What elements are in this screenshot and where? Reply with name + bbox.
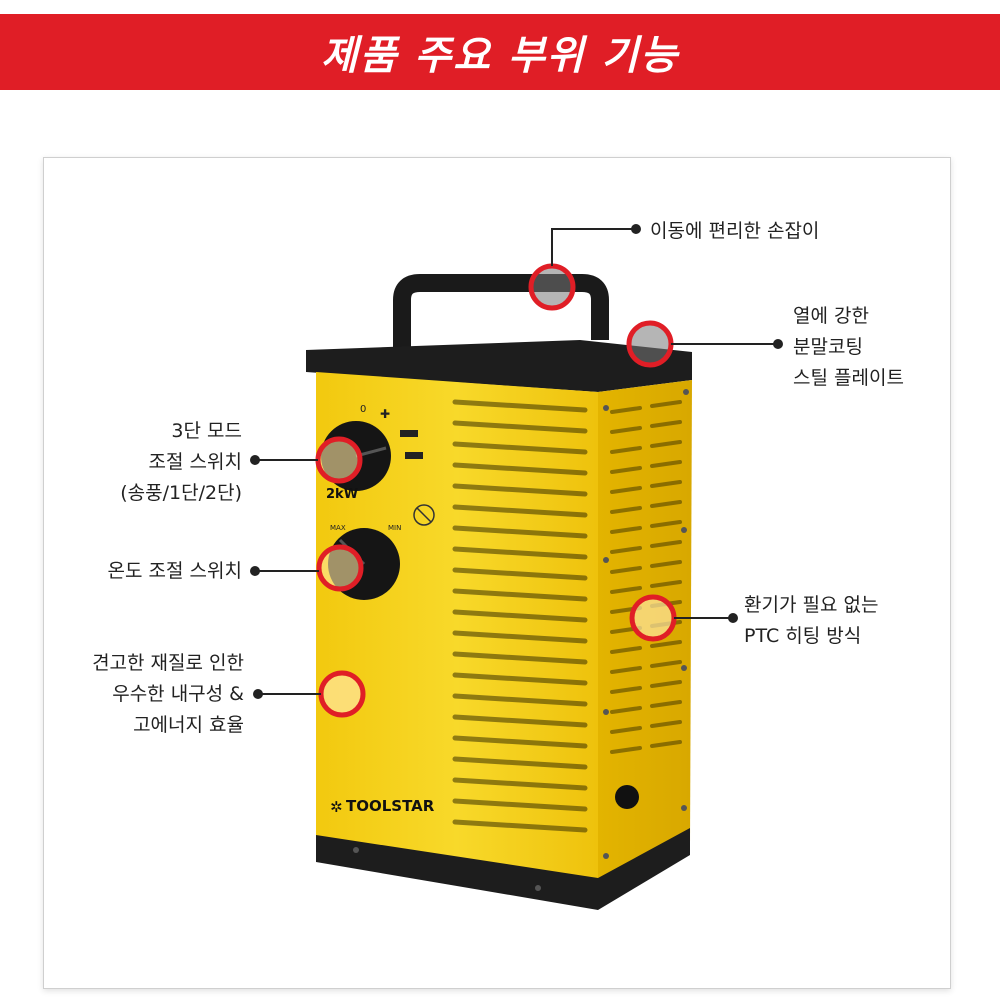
svg-text:✚: ✚: [380, 407, 390, 421]
feature-material: 견고한 재질로 인한 우수한 내구성 & 고에너지 효율: [92, 652, 244, 736]
front-panel: [316, 372, 598, 900]
feature-mode: 3단 모드 조절 스위치 (송풍/1단/2단): [120, 420, 242, 504]
feature-temp: 온도 조절 스위치: [107, 560, 242, 582]
feature-coating: 열에 강한 분말코팅 스틸 플레이트: [793, 305, 904, 389]
side-vents: [610, 400, 682, 754]
svg-text:0: 0: [360, 404, 366, 415]
handle: [393, 274, 609, 350]
bottom-base: [316, 828, 690, 910]
callout-circle-coating: [626, 320, 674, 368]
callout-circle-temp: [316, 544, 364, 592]
feature-handle: 이동에 편리한 손잡이: [650, 220, 820, 242]
callout-circle-ptc: [629, 594, 677, 642]
banner-title: 제품 주요 부위 기능: [320, 33, 680, 79]
warning-icon: [413, 504, 435, 526]
leader-dots: [250, 224, 783, 699]
svg-text:MIN: MIN: [388, 524, 401, 532]
callout-circle-mode: [315, 436, 363, 484]
title-banner: 제품 주요 부위 기능: [0, 14, 1000, 90]
callout-circle-handle: [528, 263, 576, 311]
top-cap: [306, 340, 692, 392]
screws: [353, 389, 689, 891]
front-vents: [452, 399, 588, 833]
feature-ptc: 환기가 필요 없는 PTC 히팅 방식: [744, 594, 879, 647]
leader-lines: [255, 228, 778, 695]
brand-logo: ✲: [330, 798, 343, 816]
callout-circle-material: [318, 670, 366, 718]
power-socket: [615, 785, 639, 809]
brand-logo-text: TOOLSTAR: [346, 797, 435, 815]
power-label: 2kW: [326, 487, 358, 502]
svg-text:MAX: MAX: [330, 524, 346, 532]
